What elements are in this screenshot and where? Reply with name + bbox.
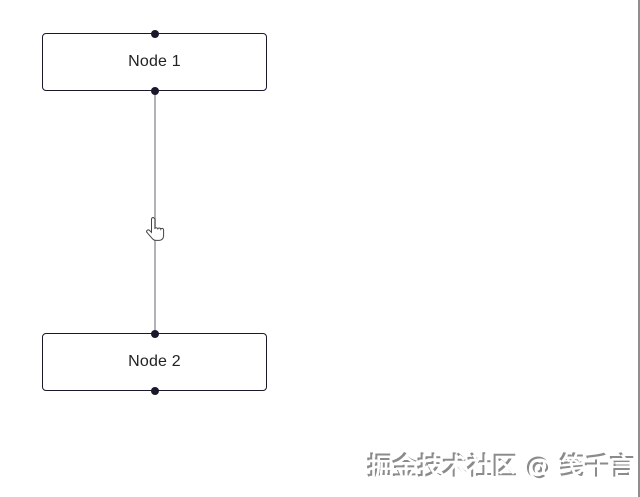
flow-node-2[interactable]: Node 2: [42, 329, 267, 395]
node-1-label: Node 1: [128, 53, 181, 70]
node-2-handle-bottom[interactable]: [150, 386, 159, 395]
watermark-text-highlight: 掘金技术社区 @ 笺千言: [368, 453, 636, 482]
node-2-label: Node 2: [128, 353, 181, 370]
node-1-handle-bottom[interactable]: [150, 86, 159, 95]
flow-node-1[interactable]: Node 1: [42, 29, 267, 95]
hand-pointer-cursor-icon: [146, 216, 165, 241]
watermark-text: 掘金技术社区 @ 笺千言: [366, 451, 634, 480]
node-1-handle-top[interactable]: [150, 29, 159, 38]
node-2-handle-top[interactable]: [150, 329, 159, 338]
watermark: 掘金技术社区 @ 笺千言 掘金技术社区 @ 笺千言: [366, 451, 636, 482]
edge-node1-node2[interactable]: [154, 91, 156, 333]
screenshot-right-border: [638, 0, 640, 497]
